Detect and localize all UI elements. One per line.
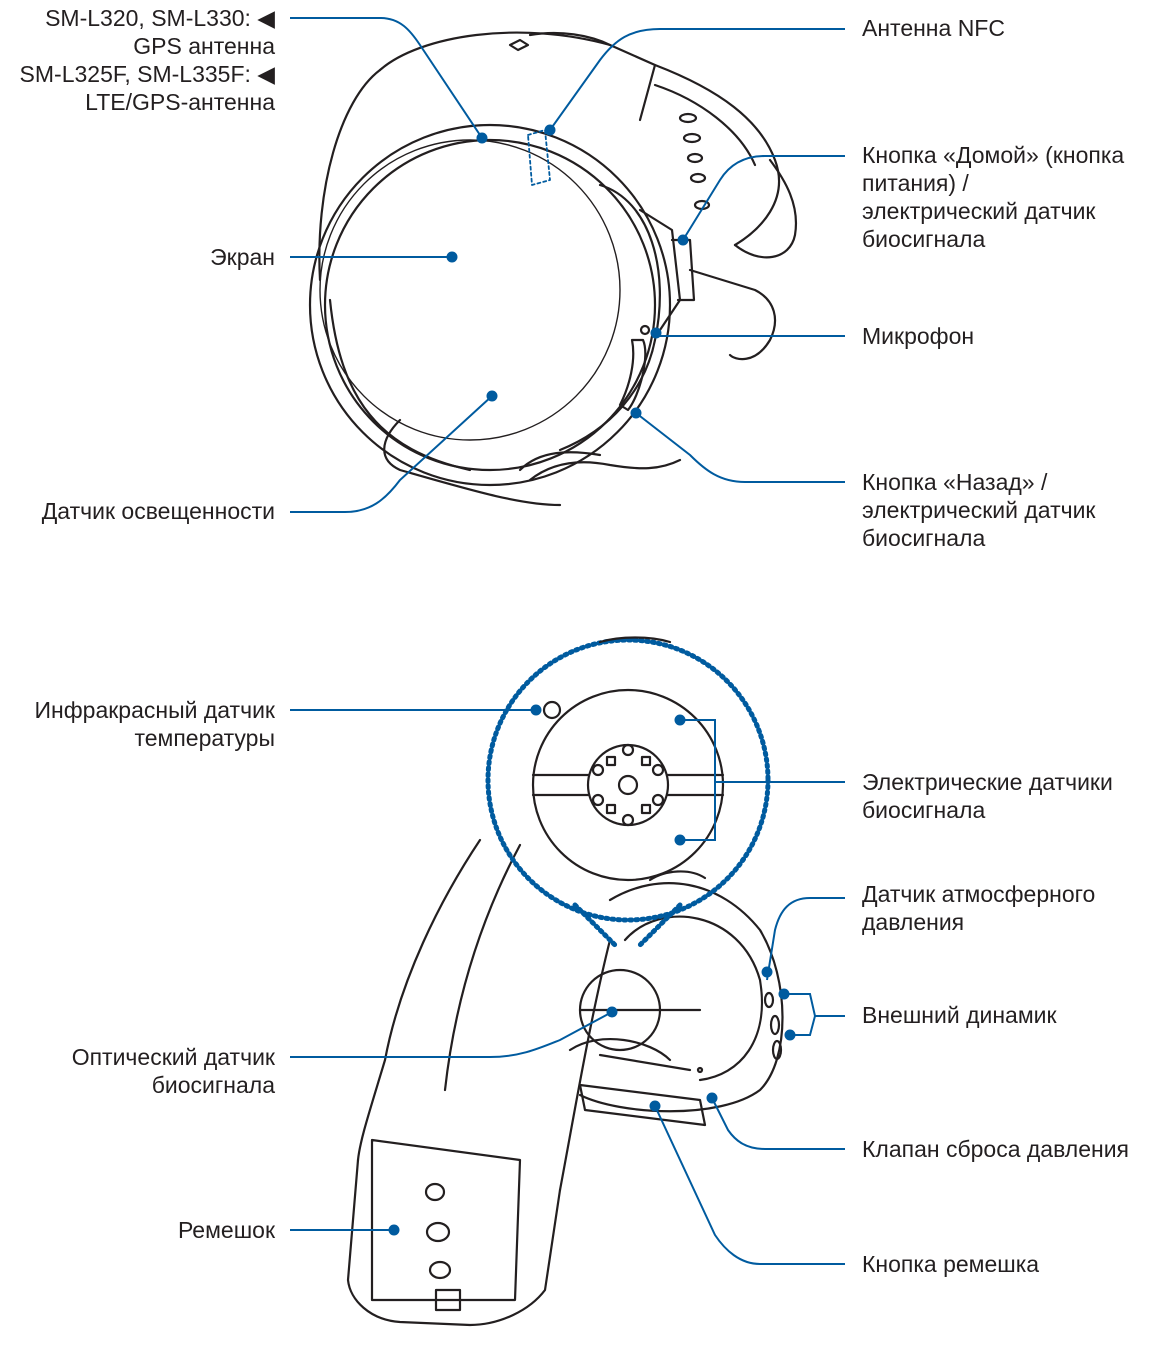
back-watch-drawing xyxy=(348,840,783,1325)
label-strap-button: Кнопка ремешка xyxy=(862,1250,1162,1278)
label-speaker: Внешний динамик xyxy=(862,1001,1162,1029)
label-home-key: Кнопка «Домой» (кнопка питания) / электр… xyxy=(862,141,1162,253)
label-back-key: Кнопка «Назад» / электрический датчик би… xyxy=(862,468,1162,552)
label-electrical-sensors: Электрические датчики биосигнала xyxy=(862,768,1162,824)
leader-light-sensor xyxy=(290,392,497,513)
leader-microphone xyxy=(652,329,846,338)
label-optical-sensor: Оптический датчик биосигнала xyxy=(0,1043,275,1099)
front-watch-drawing xyxy=(310,33,796,505)
label-pressure-sensor: Датчик атмосферного давления xyxy=(862,880,1162,936)
label-pressure-vent: Клапан сброса давления xyxy=(862,1135,1167,1163)
label-light-sensor: Датчик освещенности xyxy=(0,497,275,525)
leader-strap xyxy=(290,1226,399,1235)
label-gps-antenna: SM-L320, SM-L330: ◀ GPS антенна SM-L325F… xyxy=(0,4,275,116)
label-ir-temp-sensor: Инфракрасный датчик температуры xyxy=(0,696,275,752)
leader-strap-button xyxy=(651,1102,846,1265)
leader-speaker xyxy=(780,990,846,1040)
leader-gps-antenna xyxy=(290,18,487,143)
leader-pressure-vent xyxy=(708,1094,846,1150)
label-strap: Ремешок xyxy=(0,1216,275,1244)
label-screen: Экран xyxy=(0,243,275,271)
label-nfc-antenna: Антенна NFC xyxy=(862,14,1162,42)
leader-back-key xyxy=(632,409,846,483)
label-microphone: Микрофон xyxy=(862,322,1162,350)
